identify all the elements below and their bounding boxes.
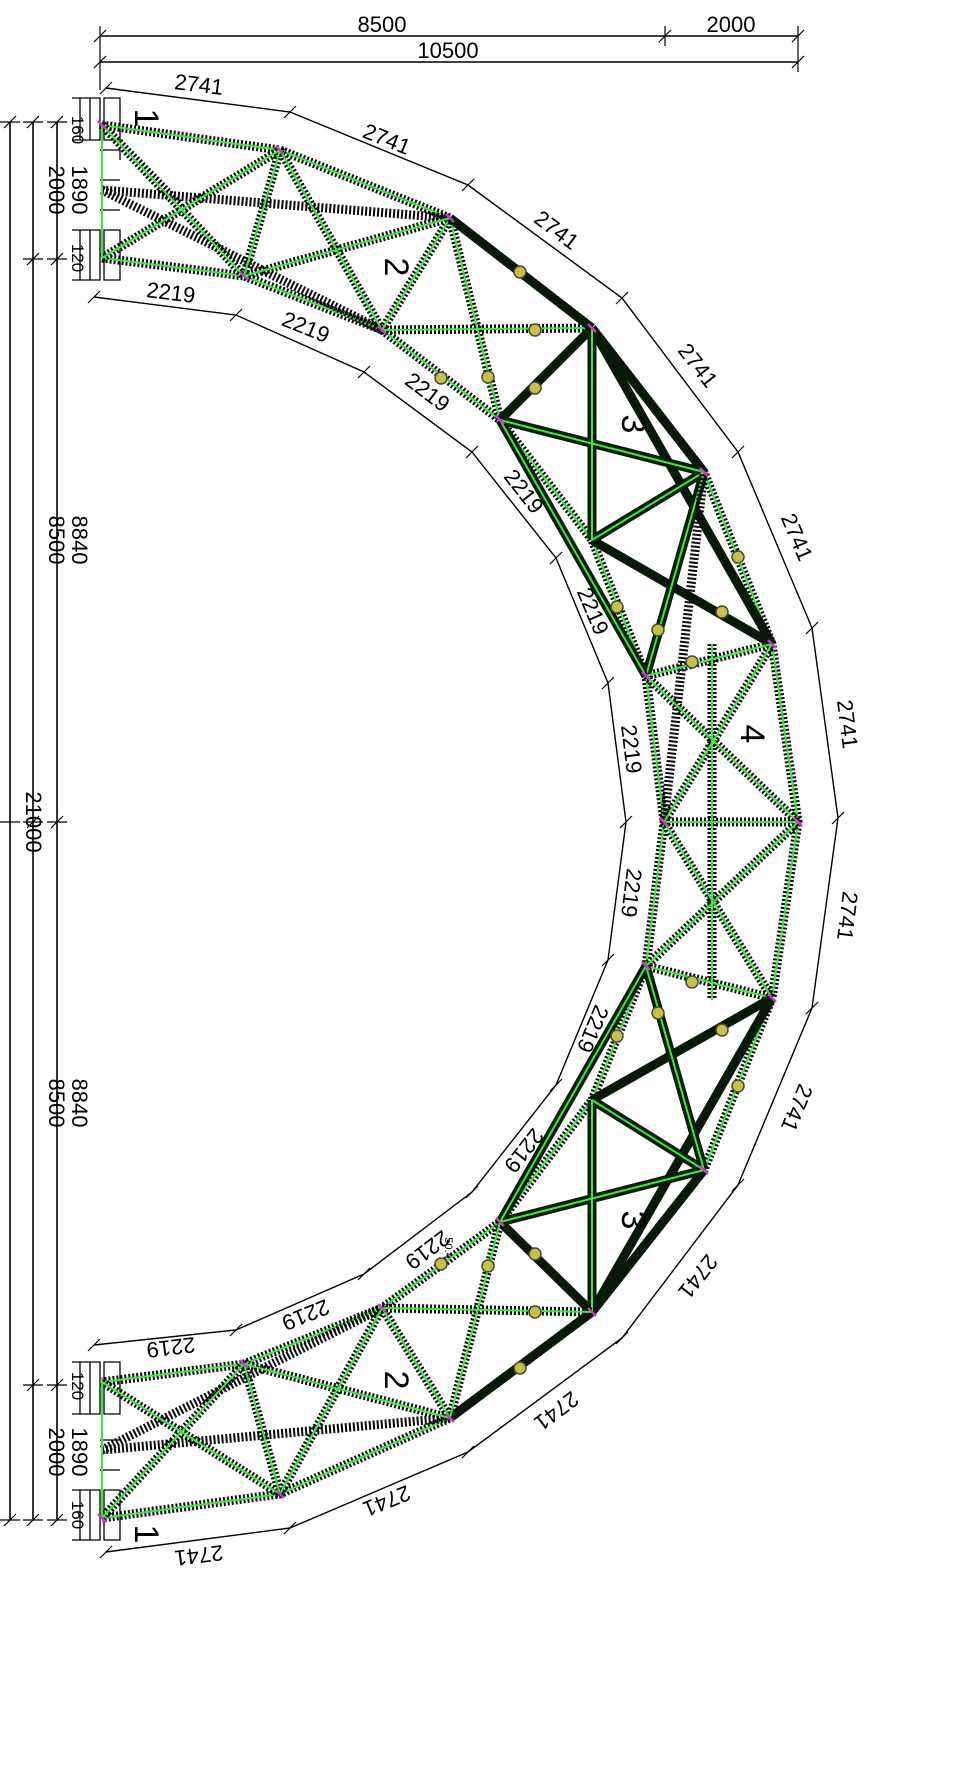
outer-seg-12: 2741: [173, 1540, 225, 1571]
dim-top-segment-b: 2000: [707, 12, 756, 37]
outer-seg-9: 2741: [673, 1250, 723, 1304]
dim-support-inner-top: 1890: [67, 166, 92, 215]
outer-seg-1: 2741: [173, 69, 225, 100]
outer-seg-3: 2741: [529, 205, 583, 254]
dim-support-span-top: 2000: [44, 166, 69, 215]
left-dimension-group: 21000 8500 8500 8840 8840 2000 2000 1890…: [0, 115, 92, 1529]
inner-seg-2: 2219: [278, 306, 333, 348]
node-markers: [97, 120, 803, 1523]
inner-seg-6: 2219: [616, 723, 647, 775]
section-label-1-bottom: 1: [127, 1525, 165, 1544]
outer-arc-dimension: [99, 81, 845, 1559]
dim-support-gap-bottom-b: 160: [68, 1501, 87, 1529]
dim-top-overall: 10500: [417, 38, 478, 63]
dim-support-gap-top-a: 160: [68, 116, 87, 144]
section-label-3-bottom: 3: [614, 1211, 652, 1230]
dim-top-segment-a: 8500: [358, 12, 407, 37]
outer-seg-8: 2741: [776, 1081, 818, 1136]
dim-left-overall: 21000: [21, 791, 46, 852]
outer-seg-7: 2741: [832, 890, 863, 942]
truss-structure: [98, 120, 803, 1523]
inner-chord: [101, 253, 669, 1387]
outer-seg-4: 2741: [673, 338, 723, 392]
inner-seg-12: 2219: [145, 1332, 197, 1363]
dim-left-half-a: 8500: [44, 516, 69, 565]
dim-support-span-bottom: 2000: [44, 1428, 69, 1477]
support-top: [72, 97, 121, 281]
dim-support-gap-top-b: 120: [68, 244, 87, 272]
inner-arc-dimension: [87, 290, 633, 1352]
section-labels: 1 2 3 4 3 2 1: [127, 109, 771, 1544]
outer-seg-10: 2741: [529, 1386, 583, 1435]
outer-seg-2: 2741: [359, 118, 414, 160]
dim-support-inner-bottom: 1890: [67, 1428, 92, 1477]
section-label-1-top: 1: [127, 109, 165, 128]
dim-support-gap-bottom-a: 120: [68, 1372, 87, 1400]
outer-seg-6: 2741: [832, 698, 863, 750]
inner-seg-7: 2219: [616, 867, 647, 919]
dim-left-inner-a: 8840: [67, 516, 92, 565]
inner-seg-1: 2219: [145, 277, 197, 308]
section-label-3-top: 3: [614, 415, 652, 434]
section-label-4: 4: [733, 725, 771, 744]
joint-markers: [434, 265, 745, 1375]
section-label-2-bottom: 2: [377, 1371, 415, 1390]
dim-left-inner-b: 8840: [67, 1079, 92, 1128]
section-label-2-top: 2: [377, 258, 415, 277]
dim-left-half-b: 8500: [44, 1079, 69, 1128]
top-dimension-group: 8500 2000 10500: [93, 12, 805, 90]
outer-segment-labels: 2741 2741 2741 2741 2741 2741 2741 2741 …: [173, 69, 863, 1571]
